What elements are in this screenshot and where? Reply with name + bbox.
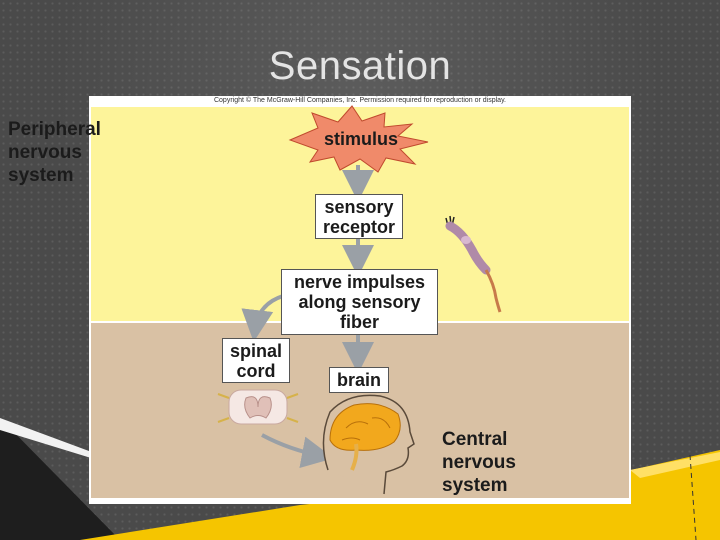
- cns-label-line-1: Central: [442, 428, 552, 451]
- nerve-impulses-line-2: along sensory: [298, 292, 420, 312]
- stimulus-label: stimulus: [311, 129, 411, 150]
- nerve-impulses-line-1: nerve impulses: [294, 272, 425, 292]
- spinal-cord-box: spinal cord: [222, 338, 290, 383]
- cns-label-line-2: nervous: [442, 451, 552, 474]
- nerve-impulses-box: nerve impulses along sensory fiber: [281, 269, 438, 335]
- peripheral-nervous-system-label: Peripheral nervous system: [8, 118, 148, 187]
- spinal-cord-line-2: cord: [236, 361, 275, 381]
- sensory-receptor-line-2: receptor: [323, 217, 395, 237]
- arrow-nerve-to-spinal: [255, 296, 283, 330]
- central-nervous-system-label: Central nervous system: [442, 428, 552, 497]
- sensory-neuron-icon: [446, 216, 500, 312]
- brain-label: brain: [337, 370, 381, 390]
- brain-head-icon: [323, 395, 414, 494]
- sensory-receptor-box: sensory receptor: [315, 194, 403, 239]
- brain-box: brain: [329, 367, 389, 393]
- pns-label-line-2: nervous: [8, 141, 148, 164]
- spinal-cord-line-1: spinal: [230, 341, 282, 361]
- arrow-spinal-to-brain: [262, 435, 322, 456]
- pns-label-line-3: system: [8, 164, 148, 187]
- cns-label-line-3: system: [442, 474, 552, 497]
- pns-label-line-1: Peripheral: [8, 118, 148, 141]
- spinal-cord-section-icon: [218, 390, 298, 424]
- nerve-impulses-line-3: fiber: [340, 312, 379, 332]
- sensory-receptor-line-1: sensory: [324, 197, 393, 217]
